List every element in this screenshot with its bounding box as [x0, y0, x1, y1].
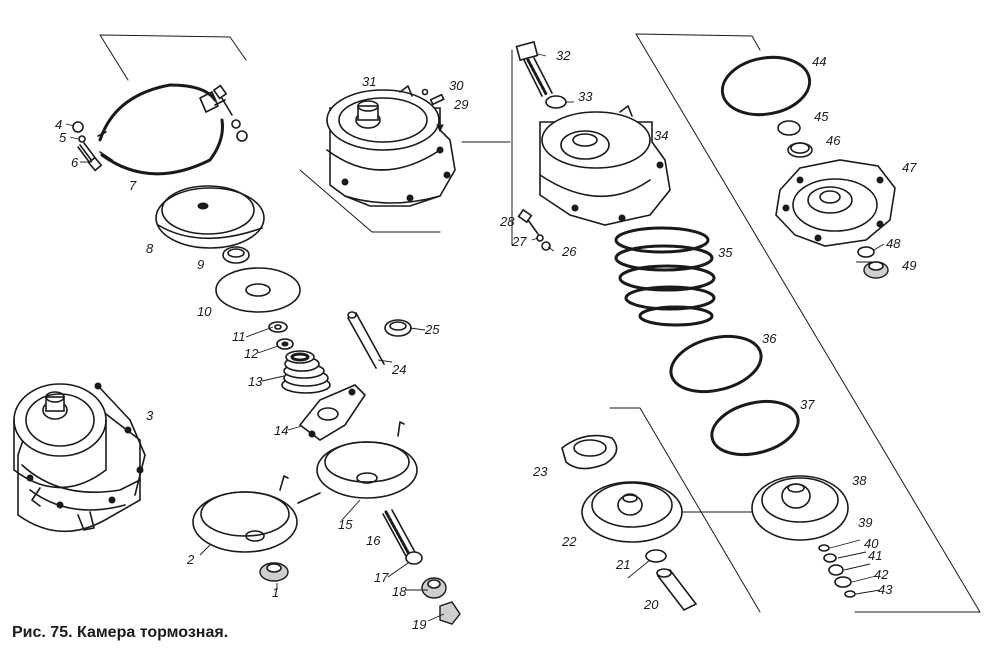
- part-24-rod: [347, 311, 385, 369]
- callout-7: 7: [129, 178, 137, 193]
- part-33-washer: [545, 95, 567, 109]
- callout-30: 30: [449, 78, 464, 93]
- callout-17: 17: [374, 570, 389, 585]
- callout-14: 14: [274, 423, 288, 438]
- part-14-plate: [298, 384, 367, 441]
- part-16-threaded-rod: [382, 509, 417, 559]
- callout-21: 21: [615, 557, 630, 572]
- parts-29-30-pin: [421, 88, 445, 133]
- part-13-spring: [281, 350, 331, 394]
- group-frame-left: [99, 34, 441, 233]
- part-1-nut: [259, 562, 289, 582]
- part-23-seal: [561, 434, 618, 470]
- part-25-clip: [384, 319, 412, 337]
- part-47-head: [775, 159, 896, 247]
- callout-1: 1: [272, 585, 279, 600]
- callout-25: 25: [424, 322, 440, 337]
- callout-46: 46: [826, 133, 841, 148]
- callout-19: 19: [412, 617, 426, 632]
- callout-28: 28: [499, 214, 515, 229]
- group-frame-right: [609, 33, 981, 613]
- callout-5: 5: [59, 130, 67, 145]
- callout-labels: 1 2 3 4 5 6 7 8 9 10 11 12 13 14 15 16 1…: [55, 48, 917, 632]
- parts-11-12-washers: [268, 321, 294, 350]
- callout-44: 44: [812, 54, 826, 69]
- part-9-ring: [222, 246, 250, 264]
- parts-36-37-rings: [669, 334, 800, 456]
- callout-15: 15: [338, 517, 353, 532]
- part-3-assembled-chamber: [13, 382, 146, 533]
- part-17-nut: [405, 551, 423, 565]
- part-10-diaphragm: [215, 267, 301, 313]
- part-18-bushing: [421, 577, 447, 599]
- part-19-fitting: [439, 601, 461, 625]
- part-31-cylinder: [326, 85, 456, 207]
- callout-43: 43: [878, 582, 893, 597]
- callout-4: 4: [55, 117, 62, 132]
- clamp-bolt-right: [212, 84, 248, 142]
- callout-2: 2: [186, 552, 195, 567]
- part-2-housing: [192, 475, 321, 553]
- part-20-pin: [656, 568, 698, 612]
- part-21-ring: [645, 549, 667, 563]
- callout-12: 12: [244, 346, 259, 361]
- callout-48: 48: [886, 236, 901, 251]
- parts-45-46-seals: [777, 120, 813, 158]
- callout-3: 3: [146, 408, 154, 423]
- callout-36: 36: [762, 331, 777, 346]
- callout-37: 37: [800, 397, 815, 412]
- callout-9: 9: [197, 257, 204, 272]
- connector-31-34: [461, 49, 513, 246]
- part-35-spring: [614, 226, 716, 327]
- callout-6: 6: [71, 155, 79, 170]
- callout-23: 23: [532, 464, 548, 479]
- callout-20: 20: [643, 597, 659, 612]
- part-22-piston: [581, 481, 683, 543]
- callout-29: 29: [453, 97, 468, 112]
- callout-27: 27: [511, 234, 527, 249]
- part-32-bolt: [515, 40, 553, 97]
- callout-31: 31: [362, 74, 376, 89]
- callout-16: 16: [366, 533, 381, 548]
- part-15-housing: [316, 421, 418, 499]
- callout-40: 40: [864, 536, 879, 551]
- callout-47: 47: [902, 160, 917, 175]
- part-38-piston: [751, 475, 849, 541]
- figure-caption: Рис. 75. Камера тормозная.: [12, 624, 229, 641]
- parts-48-49: [857, 246, 889, 279]
- callout-18: 18: [392, 584, 407, 599]
- part-34-housing: [539, 105, 671, 226]
- callout-35: 35: [718, 245, 733, 260]
- callout-33: 33: [578, 89, 593, 104]
- callout-11: 11: [232, 329, 246, 344]
- callout-45: 45: [814, 109, 829, 124]
- callout-10: 10: [197, 304, 212, 319]
- callout-49: 49: [902, 258, 916, 273]
- callout-22: 22: [561, 534, 577, 549]
- callout-38: 38: [852, 473, 867, 488]
- part-8-cover: [155, 185, 265, 249]
- callout-26: 26: [561, 244, 577, 259]
- callout-41: 41: [868, 548, 882, 563]
- callout-39: 39: [858, 515, 872, 530]
- callout-24: 24: [391, 362, 406, 377]
- callout-13: 13: [248, 374, 263, 389]
- callout-32: 32: [556, 48, 571, 63]
- parts-26-27-28-bolt: [517, 208, 551, 251]
- callout-42: 42: [874, 567, 889, 582]
- parts-39-43-small-seals: [818, 544, 856, 598]
- part-7-clamp-ring: [97, 83, 226, 176]
- callout-8: 8: [146, 241, 154, 256]
- callout-34: 34: [654, 128, 668, 143]
- part-44-ring: [720, 55, 812, 117]
- parts-4-5-6-bolt-set: [72, 121, 103, 172]
